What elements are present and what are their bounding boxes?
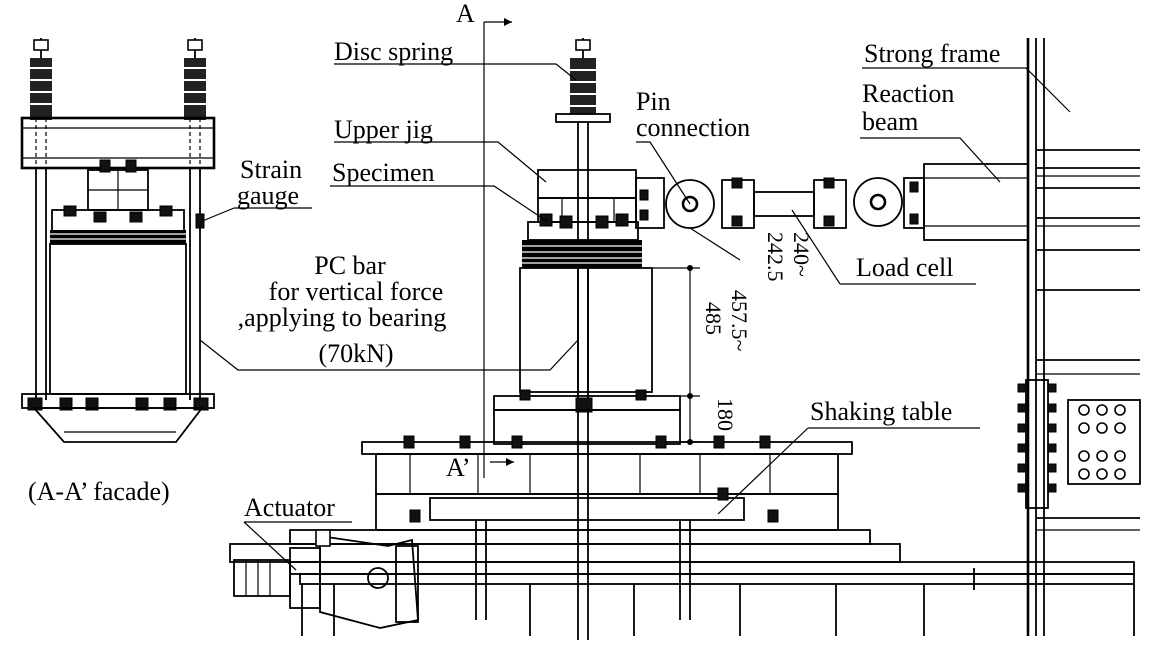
label-actuator: Actuator [244,493,335,522]
label-reaction-line1: Reaction [862,79,954,108]
label-facade: (A-A’ facade) [28,477,170,506]
label-strain-line1: Strain [240,155,302,184]
facade-disc-spring-right [178,38,212,120]
label-pin-line1: Pin [636,87,671,116]
label-specimen: Specimen [332,158,435,187]
dim-pin-height-line2: 242.5 [763,232,788,282]
leader-lines [199,63,1071,571]
strong-frame [1025,38,1141,636]
label-pin-line2: connection [636,113,750,142]
facade-view [20,38,216,443]
section-line [483,18,514,478]
label-load-cell: Load cell [856,253,953,282]
label-strong-frame: Strong frame [864,39,1000,68]
dim-bearing-height-line2: 485 [701,302,726,335]
loading-line [635,177,925,229]
label-pc-bar-line4: (70kN) [318,339,393,368]
dim-bearing-height-line1: 457.5~ [727,290,752,352]
dim-base-height: 180 [713,398,738,431]
facade-disc-spring-left [24,38,58,120]
label-shaking-table: Shaking table [810,397,952,426]
section-label-a-prime: A’ [446,453,471,482]
specimen-assembly [493,38,681,640]
label-disc-spring: Disc spring [334,37,453,66]
actuator [233,529,419,629]
label-upper-jig: Upper jig [334,115,433,144]
shaking-table-structure [229,435,1135,636]
section-label-a: A [456,0,475,28]
label-gauge-line2: gauge [237,181,299,210]
dimension-lines [652,227,741,445]
frame-bolts [1017,383,1126,493]
label-reaction-line2: beam [862,107,918,136]
labels: A A’ Disc spring Upper jig Specimen Stra… [28,0,1000,522]
reaction-beam [923,163,1029,241]
dim-pin-height-line1: 240~ [789,232,814,277]
label-pc-bar-line2: for vertical force [269,277,444,306]
label-pc-bar-line3: ,applying to bearing [238,303,447,332]
label-pc-bar-line1: PC bar [314,251,386,280]
